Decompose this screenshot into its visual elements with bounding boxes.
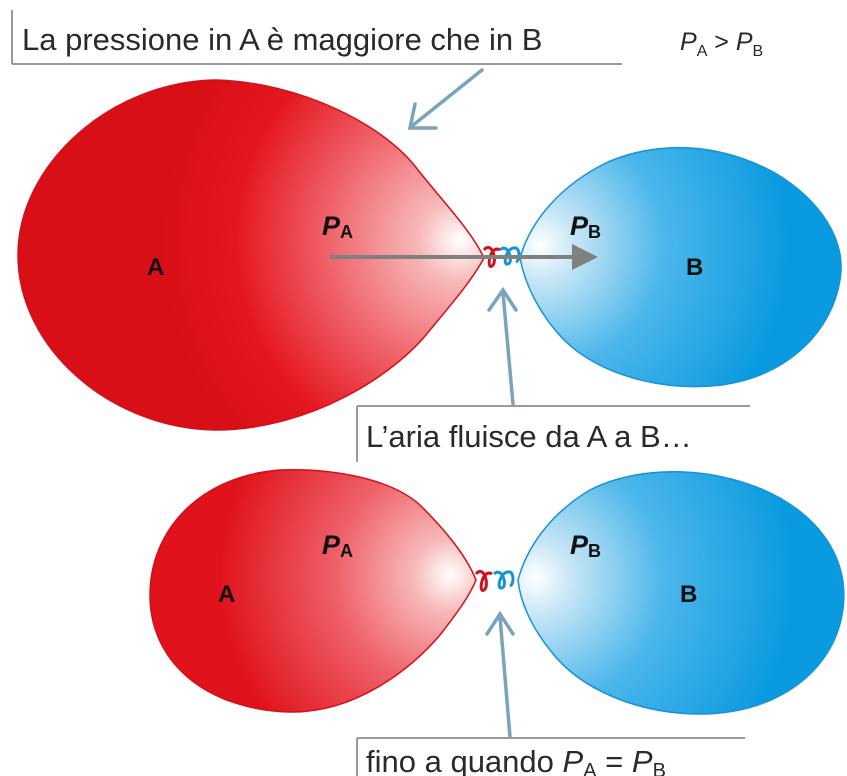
knot-bottom bbox=[474, 570, 515, 592]
condition-sub-b: B bbox=[753, 43, 764, 60]
pressure-a-top-symbol: P bbox=[322, 211, 341, 241]
pressure-a-bottom-symbol: P bbox=[322, 530, 341, 560]
bottom-caption-p1: P bbox=[563, 744, 584, 776]
top-pointer-arrow bbox=[407, 68, 484, 130]
bottom-caption-sub-b: B bbox=[653, 760, 666, 776]
pressure-a-bottom-sub: A bbox=[340, 541, 353, 561]
pressure-b-bottom-sub: B bbox=[588, 541, 601, 561]
balloon-pair-top: A B PA PB bbox=[17, 79, 842, 431]
pressure-label-b-bottom: PB bbox=[570, 530, 601, 561]
balloon-a-bottom bbox=[149, 469, 477, 713]
middle-caption: L’aria fluisce da A a B… bbox=[356, 405, 750, 462]
balloon-a-bottom-label: A bbox=[218, 581, 235, 608]
condition-p2: P bbox=[736, 28, 753, 56]
condition-p1: P bbox=[680, 28, 697, 56]
balloon-b-top bbox=[519, 146, 842, 388]
middle-caption-text: L’aria fluisce da A a B… bbox=[366, 419, 692, 454]
balloon-a-top bbox=[17, 79, 485, 431]
top-caption-text: La pressione in A è maggiore che in B bbox=[22, 22, 542, 57]
top-caption: La pressione in A è maggiore che in B bbox=[11, 10, 622, 65]
balloon-b-top-label: B bbox=[686, 254, 703, 281]
balloon-b-bottom bbox=[517, 470, 845, 715]
flow-arrow-head bbox=[572, 244, 598, 270]
bottom-caption-prefix: fino a quando bbox=[366, 744, 563, 776]
balloon-pair-bottom: A B PA PB bbox=[149, 469, 845, 715]
bottom-pointer-arrow bbox=[485, 610, 515, 739]
pressure-label-b-top: PB bbox=[570, 211, 601, 242]
pressure-label-a-top: PA bbox=[322, 211, 353, 242]
pressure-a-top-sub: A bbox=[340, 222, 353, 242]
balloon-b-bottom-label: B bbox=[680, 581, 697, 608]
bottom-caption-sub-a: A bbox=[583, 760, 597, 776]
pressure-b-top-sub: B bbox=[588, 222, 601, 242]
bottom-caption-p2: P bbox=[632, 744, 653, 776]
pressure-b-bottom-symbol: P bbox=[570, 530, 589, 560]
balloon-a-top-label: A bbox=[147, 254, 164, 281]
bottom-caption-text: fino a quando PA = PB bbox=[366, 744, 666, 776]
middle-pointer-arrow bbox=[487, 286, 518, 406]
pressure-b-top-symbol: P bbox=[570, 211, 589, 241]
bottom-caption: fino a quando PA = PB bbox=[356, 737, 745, 776]
pressure-label-a-bottom: PA bbox=[322, 530, 353, 561]
pressure-condition: PA > PB bbox=[680, 28, 763, 60]
condition-gt: > bbox=[707, 28, 736, 56]
condition-sub-a: A bbox=[697, 43, 708, 60]
bottom-caption-eq: = bbox=[597, 744, 632, 776]
